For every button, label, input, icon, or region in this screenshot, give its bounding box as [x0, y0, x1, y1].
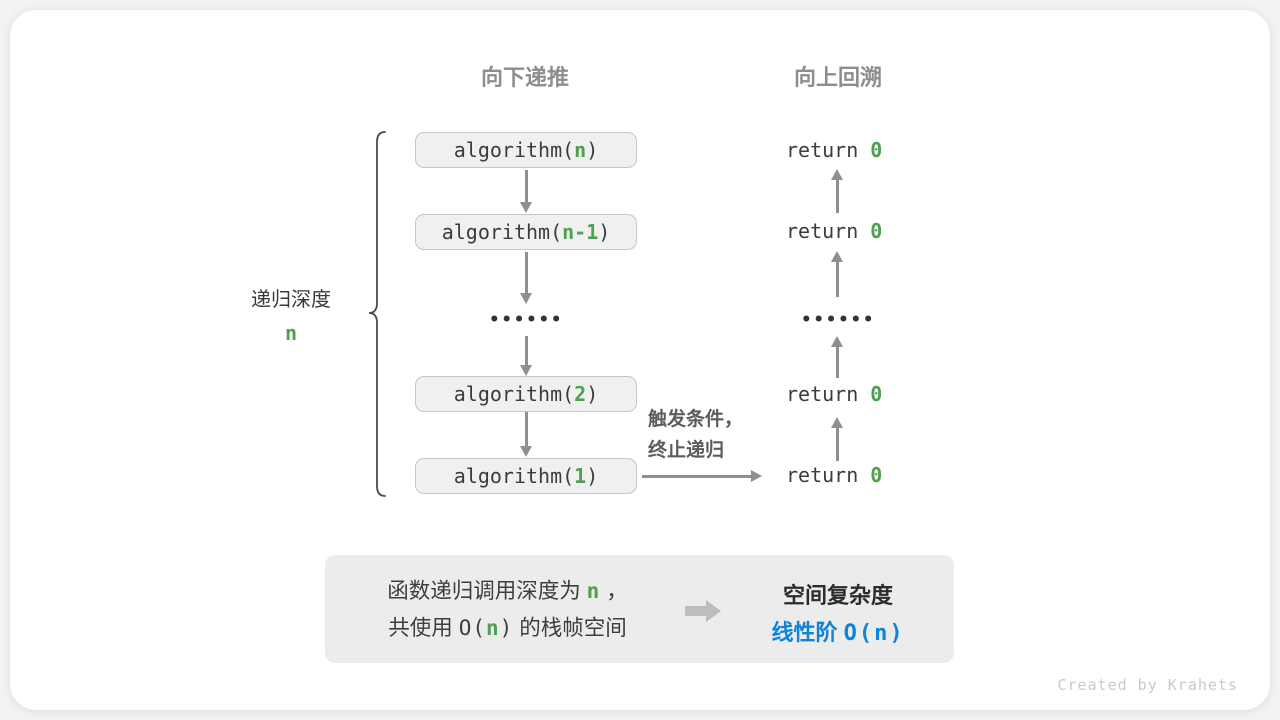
depth-label: 递归深度 n [211, 283, 371, 345]
result-label: 线性阶 [771, 620, 838, 645]
summary-text: 共使用 [388, 616, 459, 640]
call-text: ) [598, 220, 611, 244]
arrow-up-icon [831, 417, 843, 461]
summary-statement: 函数递归调用深度为 n ， 共使用 O(n) 的栈帧空间 [335, 573, 680, 647]
call-text: ) [586, 464, 599, 488]
arrow-down-icon [520, 252, 532, 304]
arrow-down-icon [520, 170, 532, 213]
call-text: algorithm( [441, 220, 563, 244]
depth-var: n [284, 321, 298, 345]
call-arg: n [574, 138, 587, 162]
summary-text: 的栈帧空间 [513, 616, 627, 640]
return-keyword: return [786, 382, 859, 406]
space-complexity-result: 线性阶 O(n) [738, 615, 938, 647]
big-o-close: ) [499, 616, 514, 640]
return-row: return 0 [786, 217, 882, 245]
trigger-annotation-line2: 终止递归 [648, 440, 725, 461]
header-recurse-down: 向下递推 [480, 65, 569, 90]
header-backtrack-up: 向上回溯 [793, 65, 882, 90]
return-keyword: return [786, 463, 859, 487]
call-arg: 2 [574, 382, 587, 406]
return-row: return 0 [786, 380, 882, 408]
call-arg: 1 [574, 464, 587, 488]
depth-brace [368, 131, 386, 497]
call-text: ) [586, 382, 599, 406]
watermark: Created by Krahets [1057, 676, 1238, 694]
summary-text: ， [600, 579, 628, 603]
arrow-down-icon [520, 336, 532, 376]
depth-label-text: 递归深度 [251, 289, 331, 311]
call-box-algorithm-n-1: algorithm(n-1) [415, 214, 637, 250]
trigger-annotation: 触发条件， 终止递归 [648, 404, 798, 466]
return-row: return 0 [786, 461, 882, 489]
arrow-up-icon [831, 336, 843, 378]
return-value: 0 [870, 219, 883, 243]
summary-line1: 函数递归调用深度为 n ， [335, 573, 680, 610]
call-text: algorithm( [453, 382, 575, 406]
return-value: 0 [870, 463, 883, 487]
big-o-open: O( [458, 616, 486, 640]
summary-var: n [586, 579, 601, 603]
return-row: return 0 [786, 136, 882, 164]
summary-box [325, 555, 954, 663]
arrow-up-icon [831, 169, 843, 213]
return-value: 0 [870, 138, 883, 162]
arrow-right-icon [642, 470, 762, 482]
return-keyword: return [786, 138, 859, 162]
call-box-algorithm-2: algorithm(2) [415, 376, 637, 412]
trigger-annotation-line1: 触发条件， [648, 409, 744, 430]
implies-arrow-icon [685, 600, 721, 622]
ellipsis-dots: •••••• [488, 310, 564, 330]
call-box-algorithm-1: algorithm(1) [415, 458, 637, 494]
arrow-up-icon [831, 251, 843, 297]
call-box-algorithm-n: algorithm(n) [415, 132, 637, 168]
space-complexity-title: 空间复杂度 [782, 583, 893, 608]
result-big-o: O(n) [843, 621, 905, 646]
arrow-down-icon [520, 412, 532, 457]
summary-text: 函数递归调用深度为 [387, 579, 587, 603]
summary-line2: 共使用 O(n) 的栈帧空间 [335, 610, 680, 647]
call-text: algorithm( [453, 464, 575, 488]
summary-var: n [485, 616, 500, 640]
call-text: ) [586, 138, 599, 162]
call-arg: n-1 [562, 220, 599, 244]
call-text: algorithm( [453, 138, 575, 162]
return-value: 0 [870, 382, 883, 406]
return-keyword: return [786, 219, 859, 243]
ellipsis-dots: •••••• [800, 310, 876, 330]
